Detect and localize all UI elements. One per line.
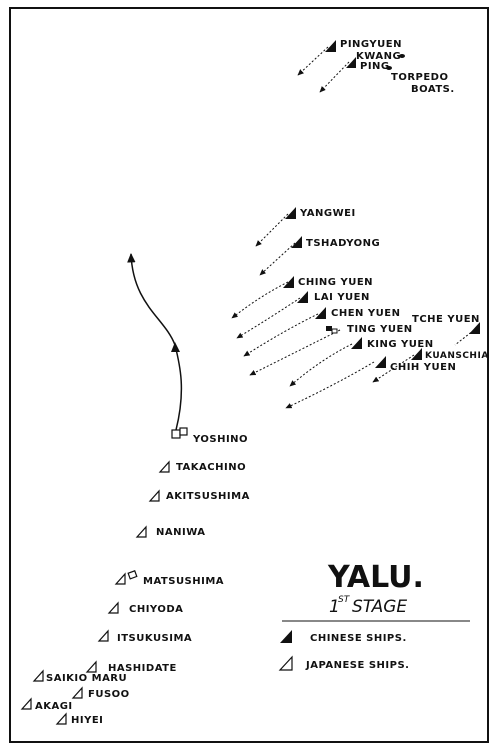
chinese-ship-icon [283, 276, 294, 288]
yoshino-course-line [127, 252, 183, 431]
ship-label: NANIWA [156, 527, 206, 538]
chinese-ship-icon [411, 348, 422, 360]
legend-japanese-icon [278, 655, 293, 671]
chinese-ship-icon [346, 57, 356, 68]
japanese-ship-icon [114, 572, 126, 585]
chinese-ship-icon [297, 291, 308, 303]
ship-label: HIYEI [71, 715, 103, 726]
course-line [285, 361, 375, 409]
japanese-ship-icon [97, 629, 109, 642]
chinese-ship-icon [375, 356, 386, 368]
japanese-ship-icon [148, 489, 160, 502]
ship-label: CHIYODA [129, 604, 183, 615]
japanese-ship-labels: YOSHINO TAKACHINO AKITSUSHIMA NANIWA MAT… [35, 434, 250, 726]
ship-label: PINGYUEN [340, 39, 402, 50]
ship-label: CHING YUEN [298, 277, 373, 288]
japanese-ship-icon [20, 697, 32, 710]
legend-chinese-label: CHINESE SHIPS. [310, 633, 407, 644]
ship-label: SAIKIO MARU [46, 673, 127, 684]
chinese-course-lines [231, 46, 475, 409]
legend-japanese-label: JAPANESE SHIPS. [305, 660, 409, 671]
course-line [231, 281, 289, 319]
japanese-ship-icon [127, 570, 138, 580]
course-line [319, 61, 350, 93]
stage-ordinal-suffix: ST [338, 595, 351, 605]
japanese-ship-icon [107, 601, 119, 614]
japanese-ship-icon [32, 669, 44, 682]
ship-label: HASHIDATE [108, 663, 177, 674]
legend-chinese-icon [280, 630, 292, 643]
ship-label: KUANSCHIA [425, 351, 489, 361]
japanese-ship-icon [171, 429, 181, 439]
chinese-ship-icon [386, 66, 392, 70]
ship-label: TORPEDO [391, 72, 448, 83]
chinese-ship-icon [325, 40, 336, 52]
ship-label: MATSUSHIMA [143, 576, 224, 587]
stage-label: STAGE [352, 597, 407, 617]
ship-label: YANGWEI [299, 208, 356, 219]
chinese-ship-labels: PINGYUEN KWANG PING TORPEDO BOATS. YANGW… [298, 39, 489, 373]
map-frame [9, 7, 489, 743]
ship-label: YOSHINO [192, 434, 248, 445]
japanese-ship-icon [158, 460, 170, 473]
japanese-ship-icon [55, 712, 67, 725]
ship-label: CHIH YUEN [390, 362, 456, 373]
course-line [236, 297, 301, 339]
ship-label: CHEN YUEN [331, 308, 400, 319]
course-line [297, 46, 329, 76]
course-line [243, 313, 319, 357]
course-line [289, 343, 353, 387]
japanese-ship-icon [179, 427, 188, 436]
ship-label: FUSOO [88, 689, 130, 700]
chinese-ship-icon [285, 207, 296, 219]
chinese-ship-icon [469, 322, 480, 334]
ship-label: TAKACHINO [176, 462, 246, 473]
ship-label: TING YUEN [347, 324, 413, 335]
ship-label: KWANG [356, 51, 401, 62]
ship-label: TCHE YUEN [412, 314, 480, 325]
course-line [249, 329, 341, 376]
chinese-ship-icon [291, 236, 302, 248]
course-line [259, 242, 296, 276]
chinese-ship-markers [280, 40, 480, 643]
course-line [372, 354, 415, 383]
ship-label: ITSUKUSIMA [117, 633, 192, 644]
ship-label: TSHADYONG [306, 238, 380, 249]
japanese-ship-markers [20, 427, 293, 725]
chinese-ship-icon [331, 328, 338, 334]
chinese-ship-icon [315, 307, 326, 319]
diagram-title: YALU. [327, 560, 424, 595]
ship-label: BOATS. [411, 84, 455, 95]
chinese-ship-icon [326, 326, 332, 331]
chinese-ship-icon [399, 54, 405, 58]
ship-label: LAI YUEN [314, 292, 370, 303]
ship-label: KING YUEN [367, 339, 434, 350]
course-mid-arrow [171, 342, 180, 352]
stage-ordinal: 1 [329, 597, 340, 617]
japanese-ship-icon [71, 686, 83, 699]
course-line [255, 213, 289, 247]
japanese-ship-icon [85, 660, 97, 673]
ship-label: PING [360, 61, 390, 72]
ship-label: AKITSUSHIMA [166, 491, 250, 502]
chinese-ship-icon [351, 337, 362, 349]
japanese-ship-icon [135, 525, 147, 538]
ship-label: AKAGI [35, 701, 73, 712]
